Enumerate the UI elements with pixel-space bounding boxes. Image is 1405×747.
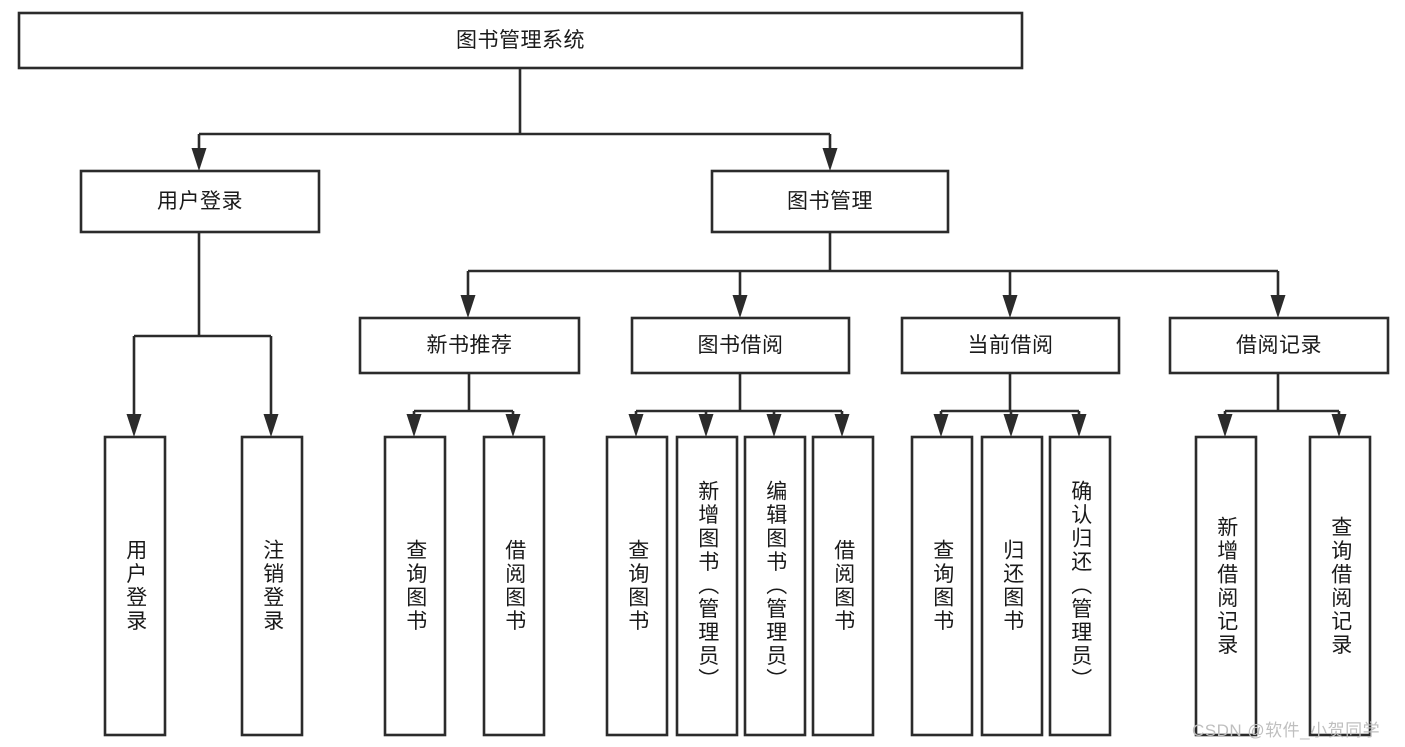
level2-current-borrow-box[interactable] — [900, 316, 1121, 375]
leaf-query-book-rec-box[interactable] — [383, 435, 447, 737]
level2-new-book-recommend-box[interactable] — [358, 316, 581, 375]
arrow-head-icon — [263, 414, 279, 437]
level1-user-login-box[interactable] — [79, 169, 321, 234]
arrow-head-icon — [460, 295, 476, 318]
arrow-head-icon — [822, 148, 838, 171]
leaf-borrow-book-action-box[interactable] — [811, 435, 875, 737]
leaf-add-book-admin-box[interactable] — [675, 435, 739, 737]
arrow-head-icon — [505, 414, 521, 437]
root-node-book-management-system-box[interactable] — [17, 11, 1024, 70]
arrow-head-icon — [834, 414, 850, 437]
connector-layer — [126, 68, 1347, 437]
leaf-return-book-box[interactable] — [980, 435, 1044, 737]
leaf-user-logout-action-box[interactable] — [240, 435, 304, 737]
leaf-query-borrow-record-box[interactable] — [1308, 435, 1372, 737]
leaf-add-borrow-record-box[interactable] — [1194, 435, 1258, 737]
arrow-head-icon — [766, 414, 782, 437]
arrow-head-icon — [1270, 295, 1286, 318]
arrow-head-icon — [1002, 295, 1018, 318]
leaf-user-login-action-box[interactable] — [103, 435, 167, 737]
arrow-head-icon — [698, 414, 714, 437]
watermark-text: CSDN @软件_小贺同学 — [1192, 721, 1381, 740]
leaf-query-book-borrow-box[interactable] — [605, 435, 669, 737]
node-box-layer — [17, 11, 1390, 737]
arrow-head-icon — [732, 295, 748, 318]
arrow-head-icon — [1071, 414, 1087, 437]
arrow-head-icon — [628, 414, 644, 437]
level2-borrow-record-box[interactable] — [1168, 316, 1390, 375]
arrow-head-icon — [1217, 414, 1233, 437]
leaf-query-book-current-box[interactable] — [910, 435, 974, 737]
arrow-head-icon — [406, 414, 422, 437]
level1-book-management-box[interactable] — [710, 169, 950, 234]
arrow-head-icon — [1003, 414, 1019, 437]
leaf-edit-book-admin-box[interactable] — [743, 435, 807, 737]
arrow-head-icon — [191, 148, 207, 171]
level2-book-borrow-box[interactable] — [630, 316, 851, 375]
leaf-confirm-return-admin-box[interactable] — [1048, 435, 1112, 737]
leaf-borrow-book-rec-box[interactable] — [482, 435, 546, 737]
arrow-head-icon — [933, 414, 949, 437]
arrow-head-icon — [1331, 414, 1347, 437]
arrow-head-icon — [126, 414, 142, 437]
